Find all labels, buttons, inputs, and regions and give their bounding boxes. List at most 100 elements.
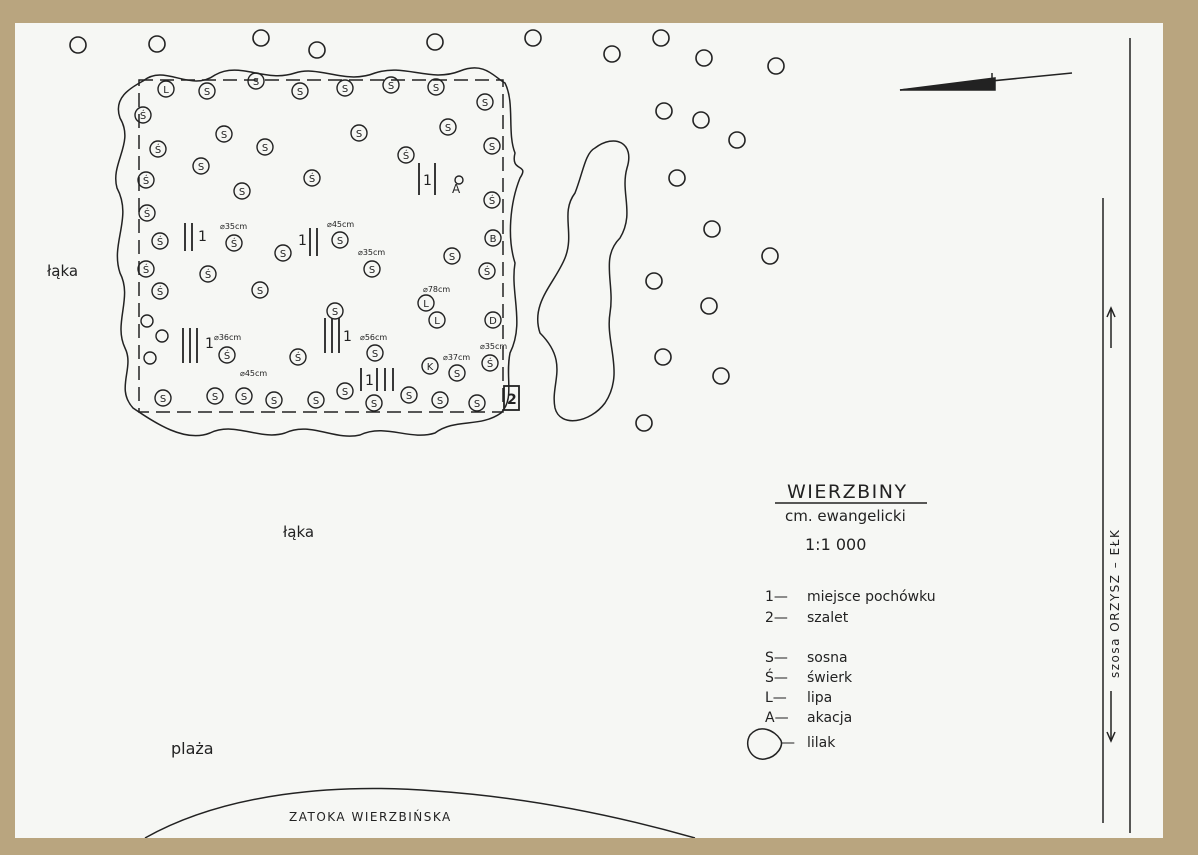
linden-tree-icon (417, 294, 435, 312)
tree-circle (655, 102, 673, 120)
spruce-tree-letter: Ś (205, 268, 211, 281)
outer-trees (69, 29, 785, 432)
tree-circle (524, 29, 542, 47)
legend-label: lipa (807, 690, 832, 706)
road-label: szosa ORZYSZ – EŁK (1108, 529, 1122, 678)
map-subtitle: cm. ewangelicki (785, 507, 906, 525)
tree-circle (767, 57, 785, 75)
maple-tree-letter: K (427, 362, 434, 373)
grave-marker (184, 223, 193, 251)
bay-label: ZATOKA WIERZBIŃSKA (289, 809, 452, 824)
pine-tree-letter: S (313, 396, 319, 407)
oak-tree-letter: D (489, 316, 497, 327)
small-tree-icon (140, 314, 154, 328)
spruce-tree-icon (397, 146, 415, 164)
spruce-tree-letter: Ś (157, 235, 163, 248)
legend-key: A— (765, 710, 789, 726)
pine-tree-letter: S (454, 369, 460, 380)
legend: 1— miejsce pochówku 2— szalet S— sosna Ś… (765, 589, 936, 751)
tree-circle (69, 36, 87, 54)
pine-tree-icon (476, 93, 494, 111)
tree-circle (761, 247, 779, 265)
grave-number: 1 (205, 336, 214, 352)
pine-tree-icon (363, 260, 381, 278)
pine-tree-letter: S (212, 392, 218, 403)
legend-label: szalet (807, 610, 849, 626)
pine-tree-icon (198, 82, 216, 100)
tree-circle (728, 131, 746, 149)
pine-tree-icon (233, 182, 251, 200)
pine-tree-letter: S (437, 396, 443, 407)
grave-number: 1 (365, 373, 374, 389)
grave-number: 1 (198, 229, 207, 245)
pine-tree-letter: S (371, 399, 377, 410)
spruce-tree-icon (151, 282, 169, 300)
tree-circle (252, 29, 270, 47)
legend-label: miejsce pochówku (807, 589, 936, 605)
oak-tree-icon (484, 311, 502, 329)
spruce-tree-letter: Ś (403, 149, 409, 162)
tree-circle (652, 29, 670, 47)
pine-tree-icon (382, 76, 400, 94)
legend-key: L— (765, 690, 787, 706)
tree-circle (645, 272, 663, 290)
beach-label: plaża (171, 739, 214, 758)
pine-tree-icon (365, 394, 383, 412)
pine-tree-icon (331, 231, 349, 249)
bay-shoreline (144, 787, 696, 838)
birch-tree-letter: B (490, 234, 497, 245)
spruce-tree-letter: Ś (489, 194, 495, 207)
lilac-shrub (537, 140, 630, 422)
diameter-label: ⌀37cm (443, 353, 470, 362)
linden-tree-icon (157, 80, 175, 98)
spruce-tree-letter: Ś (295, 351, 301, 364)
spruce-tree-icon (303, 169, 321, 187)
spruce-tree-icon (478, 262, 496, 280)
tree-circle (635, 414, 653, 432)
pine-tree-icon (192, 157, 210, 175)
spruce-tree-icon (481, 354, 499, 372)
pine-tree-icon (448, 364, 466, 382)
diameter-label: ⌀35cm (220, 222, 247, 231)
grave-marker (324, 318, 340, 353)
pine-tree-letter: S (342, 387, 348, 398)
spruce-tree-letter: Ś (157, 285, 163, 298)
map-scale: 1:1 000 (805, 535, 866, 554)
spruce-tree-letter: Ś (144, 207, 150, 220)
spruce-tree-icon (199, 265, 217, 283)
pine-tree-letter: S (445, 123, 451, 134)
pine-tree-icon (215, 125, 233, 143)
diameter-label: ⌀35cm (358, 248, 385, 257)
pine-tree-letter: S (204, 87, 210, 98)
pine-tree-letter: S (433, 83, 439, 94)
diameter-label: ⌀45cm (240, 369, 267, 378)
spruce-tree-icon (137, 260, 155, 278)
pine-tree-icon (427, 78, 445, 96)
spruce-tree-icon (149, 140, 167, 158)
spruce-tree-letter: Ś (143, 263, 149, 276)
tree-circle (692, 111, 710, 129)
pine-tree-icon (326, 302, 344, 320)
pine-tree-icon (366, 344, 384, 362)
grave-marker (418, 163, 436, 195)
road-arrow-down-icon (1106, 691, 1116, 743)
toilet-box (503, 385, 520, 411)
spruce-tree-icon (137, 171, 155, 189)
pine-tree-icon (431, 391, 449, 409)
legend-label: akacja (807, 710, 852, 726)
tree-circle (668, 169, 686, 187)
road-arrow-up-icon (1106, 306, 1116, 348)
pine-tree-icon (274, 244, 292, 262)
grave-marker (309, 228, 318, 256)
pine-tree-letter: S (332, 307, 338, 318)
spruce-tree-icon (483, 191, 501, 209)
spruce-tree-icon (225, 234, 243, 252)
map-title: WIERZBINY (787, 481, 908, 503)
pine-tree-icon (443, 247, 461, 265)
lilac-shrub-icon (746, 728, 783, 760)
diameter-label: ⌀56cm (360, 333, 387, 342)
pine-tree-icon (483, 137, 501, 155)
tree-circle (700, 297, 718, 315)
pine-tree-letter: S (280, 249, 286, 260)
